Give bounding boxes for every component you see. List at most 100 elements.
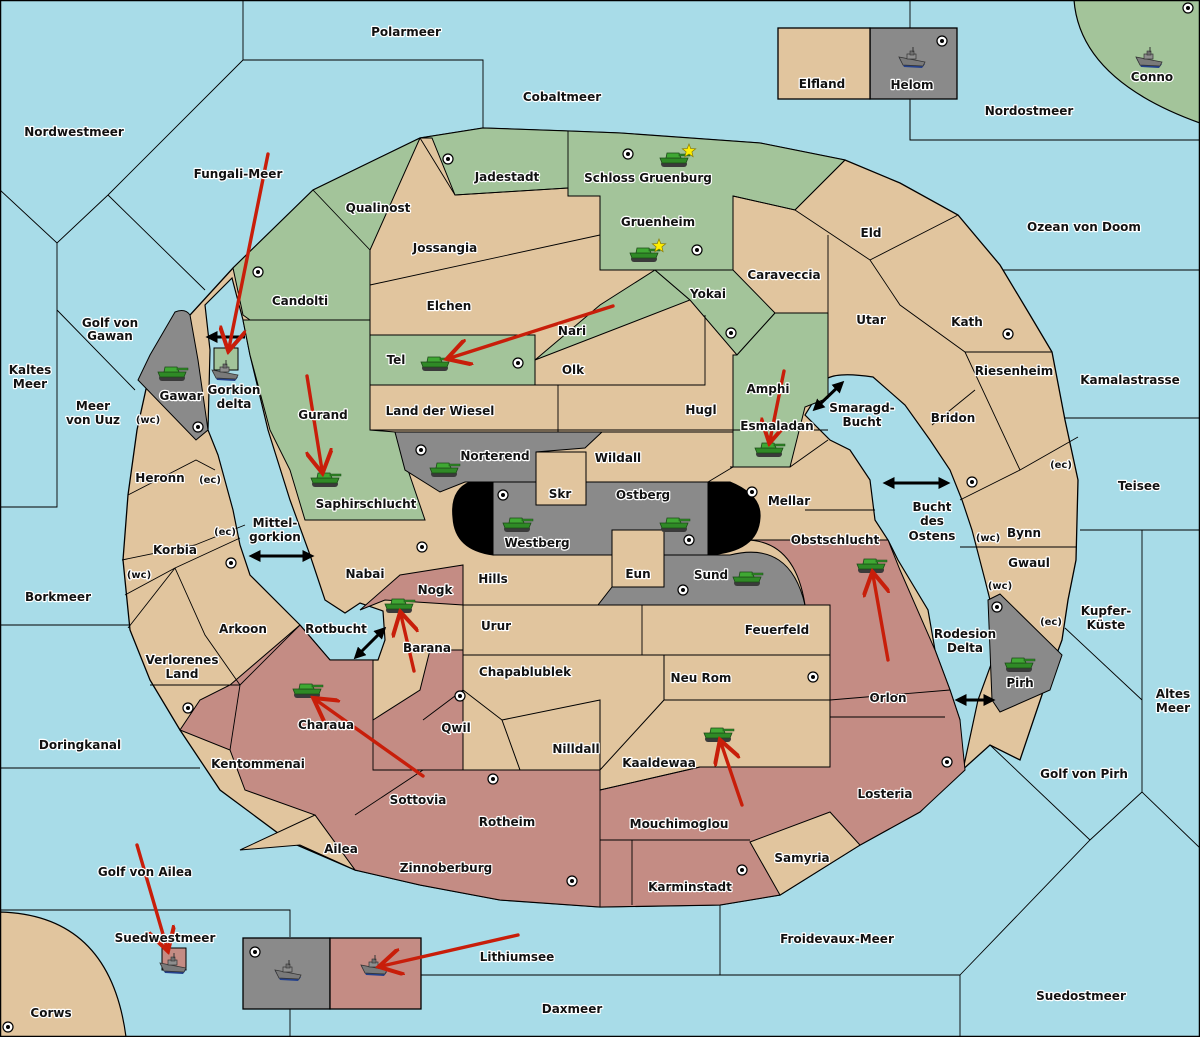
sea-label-lithiumsee[interactable]: Lithiumsee [478,949,555,965]
land-label-sund[interactable]: Sund [693,567,730,583]
coast-label-wc[interactable]: (wc) [135,414,162,427]
land-label-elchen[interactable]: Elchen [425,298,472,314]
sea-label-corws[interactable]: Corws [29,1005,73,1021]
land-label-obstschlucht[interactable]: Obstschlucht [790,532,881,548]
land-label-barana[interactable]: Barana [402,640,452,656]
sea-label-meer[interactable]: Meer [12,376,49,392]
land-label-eun[interactable]: Eun [624,566,652,582]
land-label-feuerfeld[interactable]: Feuerfeld [744,622,811,638]
sea-label-kamalastrasse[interactable]: Kamalastrasse [1079,372,1181,388]
land-label-nogk[interactable]: Nogk [416,582,454,598]
sea-label-suedostmeer[interactable]: Suedostmeer [1035,988,1127,1004]
land-label-gorkion[interactable]: Gorkion [206,382,261,398]
land-label-tel[interactable]: Tel [385,352,406,368]
sea-label-froidevaux-meer[interactable]: Froidevaux-Meer [779,931,895,947]
sea-label-von-uuz[interactable]: von Uuz [65,412,121,428]
land-label-verlorenes[interactable]: Verlorenes [144,652,219,668]
sea-label-golf-von-pirh[interactable]: Golf von Pirh [1039,766,1129,782]
sea-label-meer[interactable]: Meer [75,398,112,414]
sea-label-kupfer[interactable]: Kupfer- [1080,603,1133,619]
sea-label-ostens[interactable]: Ostens [907,528,956,544]
sea-label-smaragd[interactable]: Smaragd- [828,400,896,416]
sea-label-nordostmeer[interactable]: Nordostmeer [983,103,1074,119]
sea-label-golf-von-ailea[interactable]: Golf von Ailea [97,864,194,880]
land-label-kentommenai[interactable]: Kentommenai [210,756,306,772]
land-label-caraveccia[interactable]: Caraveccia [746,267,822,283]
land-label-arkoon[interactable]: Arkoon [218,621,268,637]
land-label-neu-rom[interactable]: Neu Rom [669,670,732,686]
land-label-utar[interactable]: Utar [855,312,887,328]
land-label-saphirschlucht[interactable]: Saphirschlucht [314,496,417,512]
sea-label-cobaltmeer[interactable]: Cobaltmeer [522,89,603,105]
sea-label-gorkion[interactable]: gorkion [248,529,302,545]
land-label-westberg[interactable]: Westberg [503,535,570,551]
land-label-esmaladan[interactable]: Esmaladan [739,418,815,434]
land-label-kath[interactable]: Kath [950,314,984,330]
sea-label-küste[interactable]: Küste [1085,617,1126,633]
land-label-orlon[interactable]: Orlon [868,690,907,706]
land-label-norterend[interactable]: Norterend [459,448,531,464]
land-label-nari[interactable]: Nari [557,323,588,339]
land-label-helom[interactable]: Helom [889,77,934,93]
sea-label-doringkanal[interactable]: Doringkanal [38,737,123,753]
land-label-eld[interactable]: Eld [859,225,882,241]
land-label-amphi[interactable]: Amphi [745,381,790,397]
coast-label-ec[interactable]: (ec) [1049,459,1073,472]
land-label-yokai[interactable]: Yokai [688,286,727,302]
coast-label-ec[interactable]: (ec) [213,526,237,539]
land-label-riesenheim[interactable]: Riesenheim [973,363,1054,379]
land-label-delta[interactable]: delta [215,396,252,412]
land-label-hugl[interactable]: Hugl [684,402,718,418]
sea-label-polarmeer[interactable]: Polarmeer [370,24,442,40]
land-label-gruenheim[interactable]: Gruenheim [620,214,697,230]
sea-label-kaltes[interactable]: Kaltes [8,362,53,378]
land-label-land[interactable]: Land [164,666,199,682]
land-label-conno[interactable]: Conno [1130,69,1175,85]
land-label-heronn[interactable]: Heronn [134,470,186,486]
coast-label-wc[interactable]: (wc) [987,580,1014,593]
land-label-gwaul[interactable]: Gwaul [1007,555,1051,571]
army-unit-schloss-gruenburg[interactable] [659,143,697,168]
sea-label-mittel[interactable]: Mittel- [251,515,298,531]
sea-label-bucht[interactable]: Bucht [911,499,953,515]
land-label-kaaldewaa[interactable]: Kaaldewaa [621,755,697,771]
sea-label-fungali-meer[interactable]: Fungali-Meer [192,166,283,182]
land-label-gurand[interactable]: Gurand [297,407,349,423]
land-label-jossangia[interactable]: Jossangia [411,240,479,256]
sea-label-rotbucht[interactable]: Rotbucht [304,621,368,637]
army-unit-gruenheim[interactable] [629,238,667,263]
land-label-gawar[interactable]: Gawar [158,388,204,404]
land-label-losteria[interactable]: Losteria [856,786,913,802]
land-label-olk[interactable]: Olk [561,362,587,378]
land-label-urur[interactable]: Urur [480,618,513,634]
sea-label-des[interactable]: des [919,513,945,529]
coast-label-wc[interactable]: (wc) [975,532,1002,545]
sea-label-gawan[interactable]: Gawan [86,328,134,344]
land-label-skr[interactable]: Skr [548,486,573,502]
land-label-mouchimoglou[interactable]: Mouchimoglou [628,816,729,832]
land-label-zinnoberburg[interactable]: Zinnoberburg [399,860,494,876]
land-label-hills[interactable]: Hills [477,571,509,587]
land-label-qwil[interactable]: Qwil [440,720,472,736]
land-label-elfland[interactable]: Elfland [798,76,847,92]
land-label-sottovia[interactable]: Sottovia [388,792,447,808]
land-label-mellar[interactable]: Mellar [767,493,812,509]
land-label-candolti[interactable]: Candolti [271,293,330,309]
sea-label-meer[interactable]: Meer [1155,700,1192,716]
coast-label-wc[interactable]: (wc) [126,569,153,582]
sea-label-borkmeer[interactable]: Borkmeer [24,589,92,605]
coast-label-ec[interactable]: (ec) [1039,616,1063,629]
land-label-nilldall[interactable]: Nilldall [551,741,601,757]
sea-label-golf-von[interactable]: Golf von [81,315,140,331]
land-label-korbia[interactable]: Korbia [152,542,198,558]
land-label-samyria[interactable]: Samyria [773,850,831,866]
land-label-jadestadt[interactable]: Jadestadt [473,169,541,185]
coast-label-ec[interactable]: (ec) [198,474,222,487]
land-label-schloss-gruenburg[interactable]: Schloss Gruenburg [583,170,713,186]
land-label-qualinost[interactable]: Qualinost [344,200,411,216]
sea-label-altes[interactable]: Altes [1155,686,1192,702]
sea-label-suedwestmeer[interactable]: Suedwestmeer [113,930,216,946]
sea-label-ozean-von-doom[interactable]: Ozean von Doom [1026,219,1142,235]
land-label-ostberg[interactable]: Ostberg [615,487,672,503]
